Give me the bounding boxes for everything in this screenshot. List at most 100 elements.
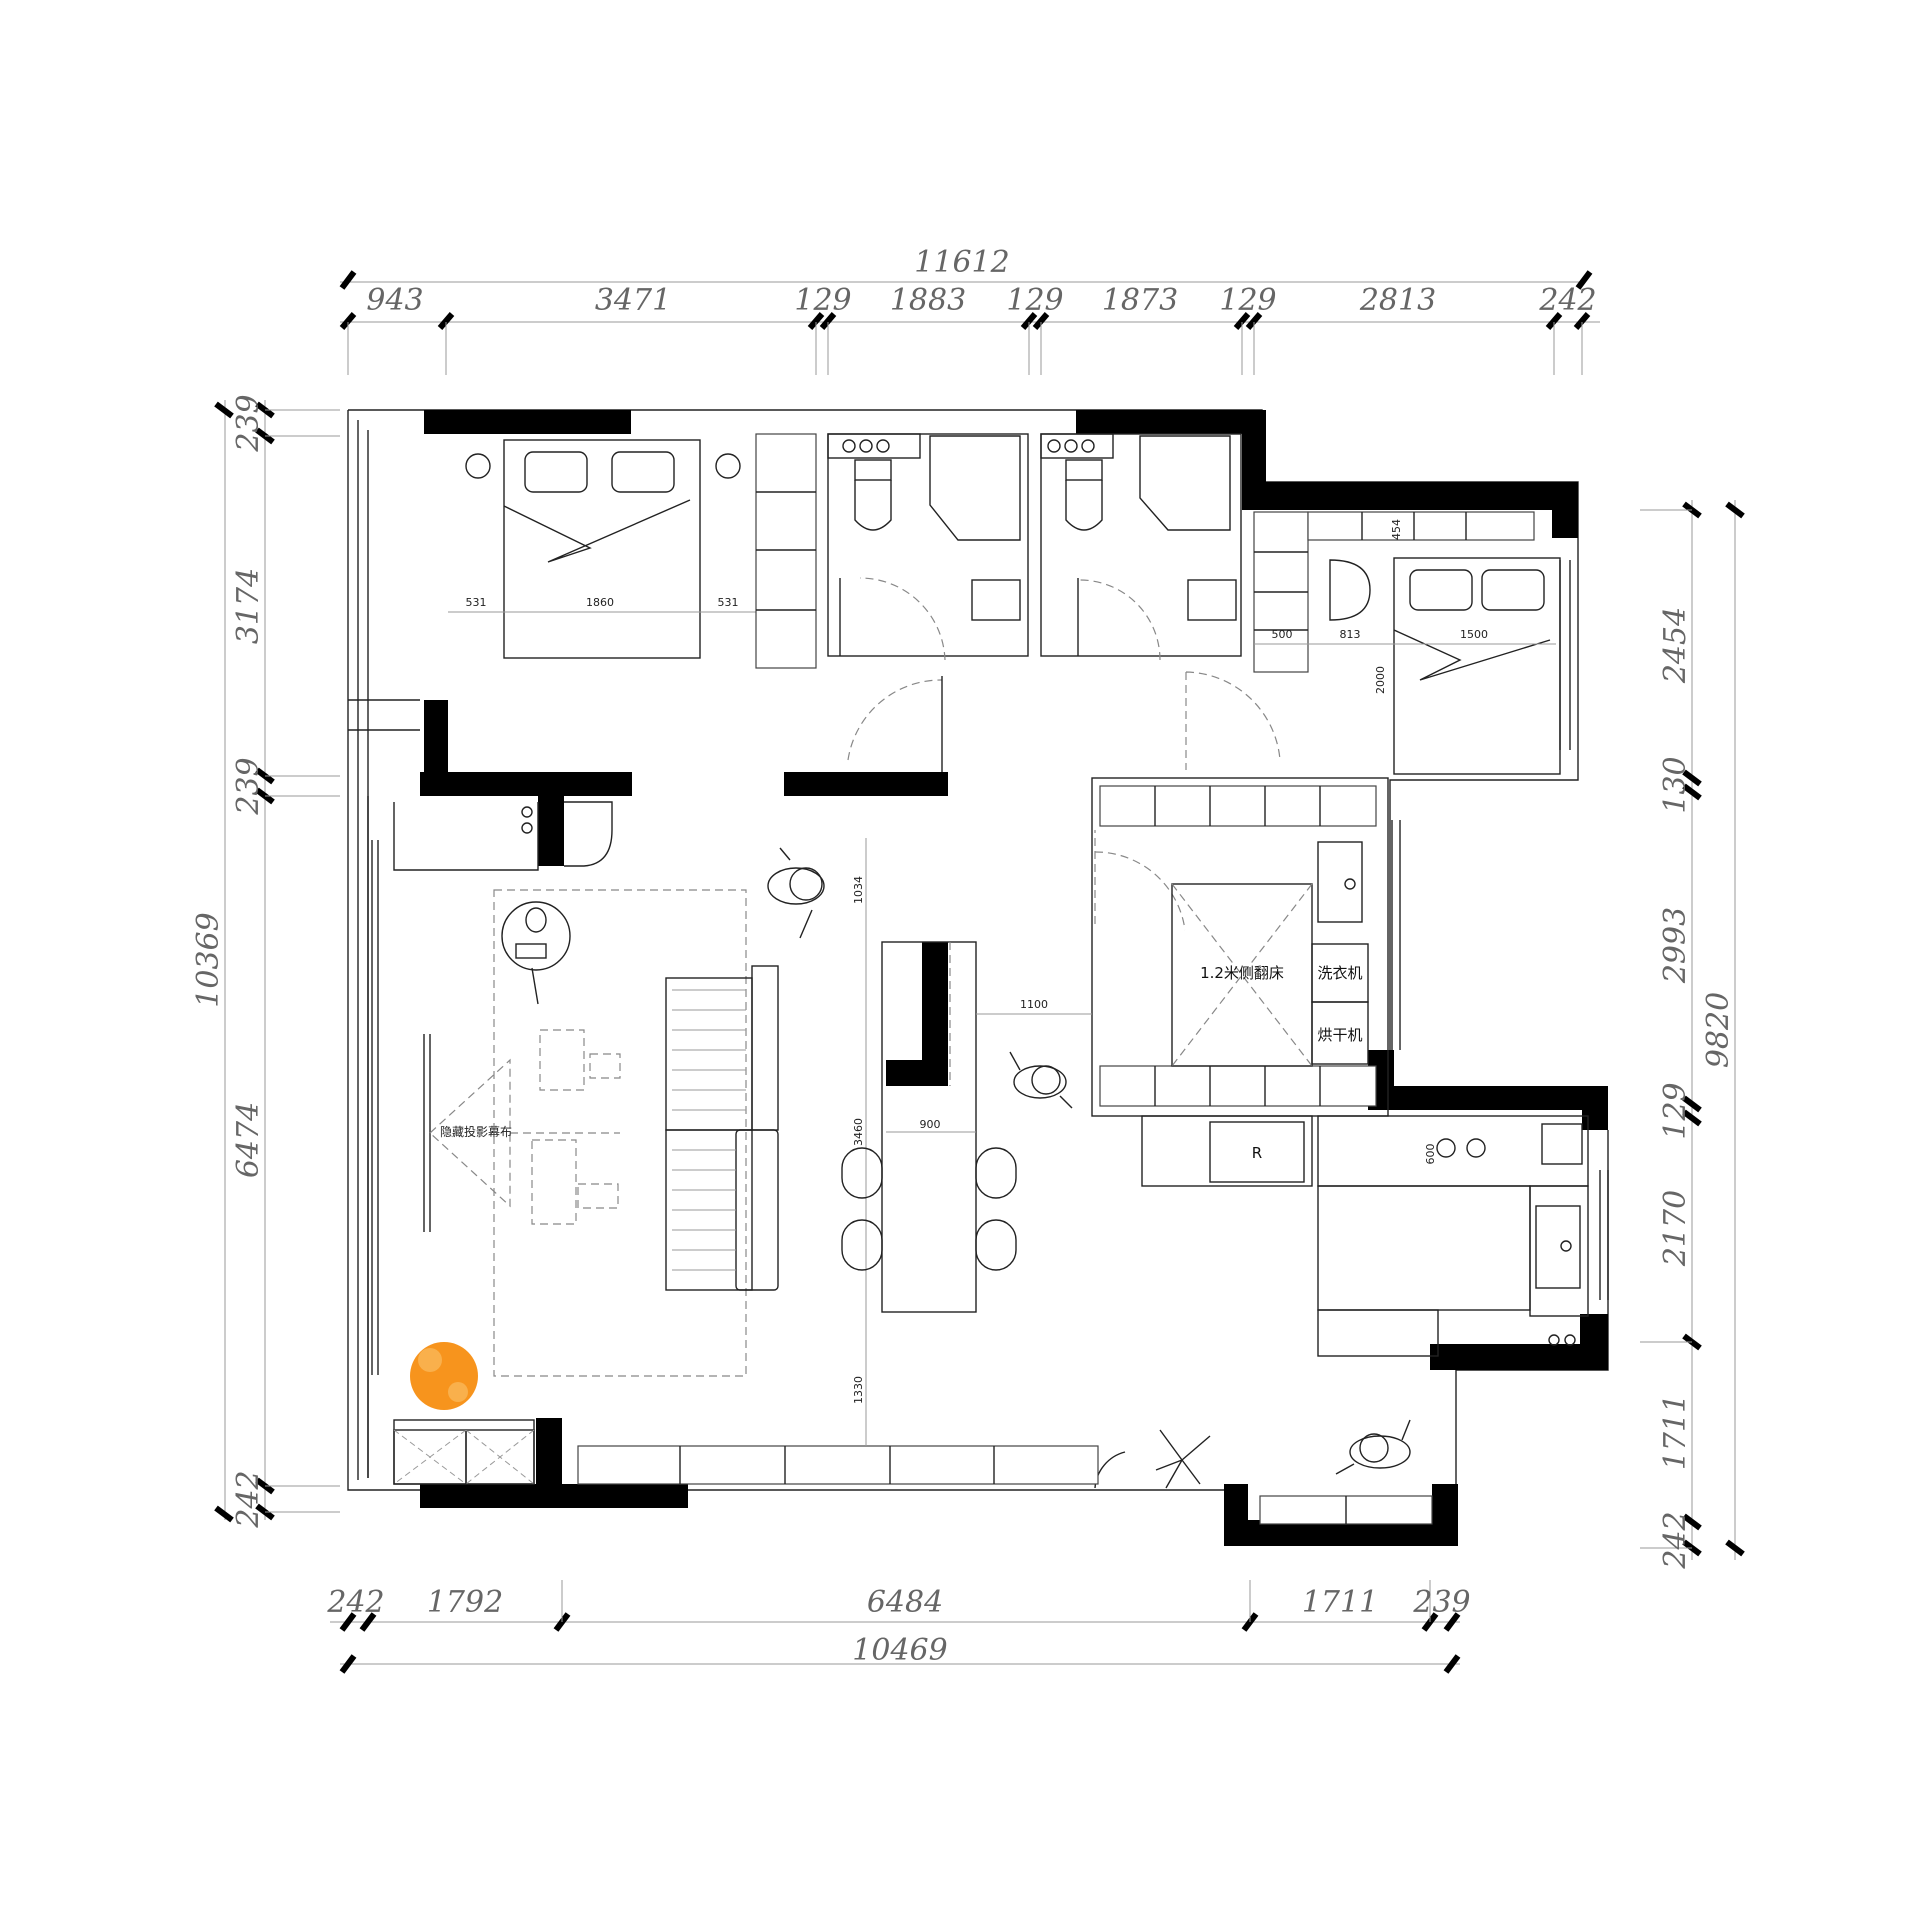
right-dimension-5: 2170 <box>1658 1190 1693 1267</box>
right-dimension-6: 1711 <box>1658 1394 1693 1470</box>
rug <box>493 889 747 1377</box>
appliance <box>1541 1123 1583 1165</box>
corridor-dimension-3460: 3460 <box>852 1118 865 1146</box>
top-dimensions: 11612 943 3471 129 1883 129 1873 129 281… <box>339 245 1600 375</box>
top-dimension-5: 129 <box>1006 283 1063 318</box>
left-dimension-3: 239 <box>231 757 266 815</box>
single-bed <box>1393 557 1561 775</box>
storage-cabinet <box>577 1445 1099 1485</box>
projector-screen-label: 隐藏投影幕布 <box>440 1124 512 1139</box>
round-chair-icon <box>1329 559 1371 621</box>
sink-icon <box>1187 579 1237 621</box>
toilet-icon <box>1065 480 1103 531</box>
top-cabinet <box>1099 785 1377 827</box>
sink-icon <box>1317 841 1363 923</box>
kitchen-island <box>1317 1185 1531 1311</box>
toilet-icon <box>854 480 892 531</box>
chair <box>531 1139 577 1225</box>
left-dimension-1: 239 <box>231 394 266 452</box>
bed2-length-dimension: 2000 <box>1374 666 1387 694</box>
bottom-cabinet <box>1099 1065 1377 1107</box>
sink-icon <box>971 579 1021 621</box>
top-dimension-6: 1873 <box>1102 283 1178 318</box>
kitchen-counter-side <box>1529 1185 1589 1317</box>
chair <box>539 1029 585 1091</box>
kitchen: R 600 <box>1141 1115 1589 1525</box>
low-cabinet <box>465 1429 535 1485</box>
plant-icon <box>410 1342 478 1410</box>
chair <box>841 1147 883 1199</box>
sofa-cushion <box>665 977 753 1131</box>
bathroom-2 <box>1040 433 1242 661</box>
dryer <box>1311 1001 1369 1065</box>
washer-label: 洗衣机 <box>1317 964 1362 982</box>
table-dimension-900: 900 <box>920 1118 941 1131</box>
chair <box>975 1219 1017 1271</box>
dining-area: 900 1100 <box>841 941 1092 1313</box>
master-bedroom: 531 1860 531 550 <box>448 433 817 669</box>
bedroom-dimension-right: 531 <box>718 596 739 609</box>
person-icon <box>1359 1433 1389 1463</box>
bedroom2-dimension-middle: 813 <box>1340 628 1361 641</box>
left-dimension-4: 6474 <box>231 1102 266 1178</box>
bottom-dimension-2: 1792 <box>427 1585 503 1620</box>
person-seated-icon <box>501 901 571 971</box>
right-total-dimension: 9820 <box>1701 992 1736 1068</box>
top-dimension-1: 943 <box>366 283 423 318</box>
corridor-dimension-1034: 1034 <box>852 876 865 904</box>
living-room: 隐藏投影幕布 <box>393 801 1099 1485</box>
sofa-back <box>751 965 779 1131</box>
bedside-lamp-icon <box>715 453 741 479</box>
refrigerator <box>1209 1121 1305 1183</box>
left-dimensions: 10369 239 3174 239 6474 242 <box>191 394 340 1529</box>
chair <box>975 1147 1017 1199</box>
stove-icon <box>1466 1138 1486 1158</box>
bottom-dimension-3: 6484 <box>867 1585 943 1620</box>
right-dimension-7: 242 <box>1658 1511 1693 1569</box>
right-dimension-2: 130 <box>1658 756 1693 813</box>
passage-dimension-1100: 1100 <box>1020 998 1048 1011</box>
refrigerator-label: R <box>1252 1144 1262 1162</box>
bottom-total-dimension: 10469 <box>852 1633 947 1668</box>
sink-icon <box>1535 1205 1581 1289</box>
person-icon <box>1031 1065 1061 1095</box>
chair <box>577 1183 619 1209</box>
shower-icon <box>929 435 1021 541</box>
stove-icon <box>1436 1138 1456 1158</box>
right-dimension-3: 2993 <box>1658 907 1693 984</box>
double-bed <box>503 439 701 659</box>
top-dimension-8: 2813 <box>1359 283 1436 318</box>
right-dimensions: 9820 2454 130 2993 129 2170 1711 242 <box>1640 500 1745 1570</box>
dining-table <box>881 941 977 1313</box>
top-dimension-3: 129 <box>794 283 851 318</box>
top-dimension-4: 1883 <box>890 283 966 318</box>
chair <box>841 1219 883 1271</box>
stove-dimension: 600 <box>1424 1144 1437 1165</box>
left-total-dimension: 10369 <box>191 912 226 1007</box>
palm-plant-icon <box>1155 1429 1211 1489</box>
study-room: 1.2米侧翻床 洗衣机 烘干机 <box>1091 777 1389 1117</box>
bottom-dimension-4: 1711 <box>1302 1585 1378 1620</box>
second-bedroom: 454 500 813 1500 2000 <box>1253 511 1561 775</box>
left-dimension-5: 242 <box>231 1470 266 1528</box>
top-total-dimension: 11612 <box>914 245 1009 280</box>
corridor-dimension-1330: 1330 <box>852 1376 865 1404</box>
bathroom-1 <box>827 433 1029 661</box>
dryer-label: 烘干机 <box>1317 1026 1362 1044</box>
wardrobe <box>755 433 817 669</box>
chair <box>589 1053 621 1079</box>
shower-icon <box>1139 435 1231 531</box>
top-dimension-2: 3471 <box>595 283 671 318</box>
bottom-dimensions: 10469 242 1792 6484 1711 239 <box>326 1580 1471 1674</box>
right-dimension-1: 2454 <box>1658 607 1693 684</box>
bed-width-dimension: 1860 <box>586 596 614 609</box>
person-icon <box>789 867 823 901</box>
right-dimension-4: 129 <box>1658 1082 1693 1139</box>
sofa-cushion <box>665 1129 753 1291</box>
bedroom-dimension-left: 531 <box>466 596 487 609</box>
top-cabinet <box>1307 511 1535 541</box>
bed2-width-dimension: 1500 <box>1460 628 1488 641</box>
cabinet-depth-dimension: 454 <box>1390 519 1403 540</box>
folding-bed-label: 1.2米侧翻床 <box>1200 964 1284 982</box>
